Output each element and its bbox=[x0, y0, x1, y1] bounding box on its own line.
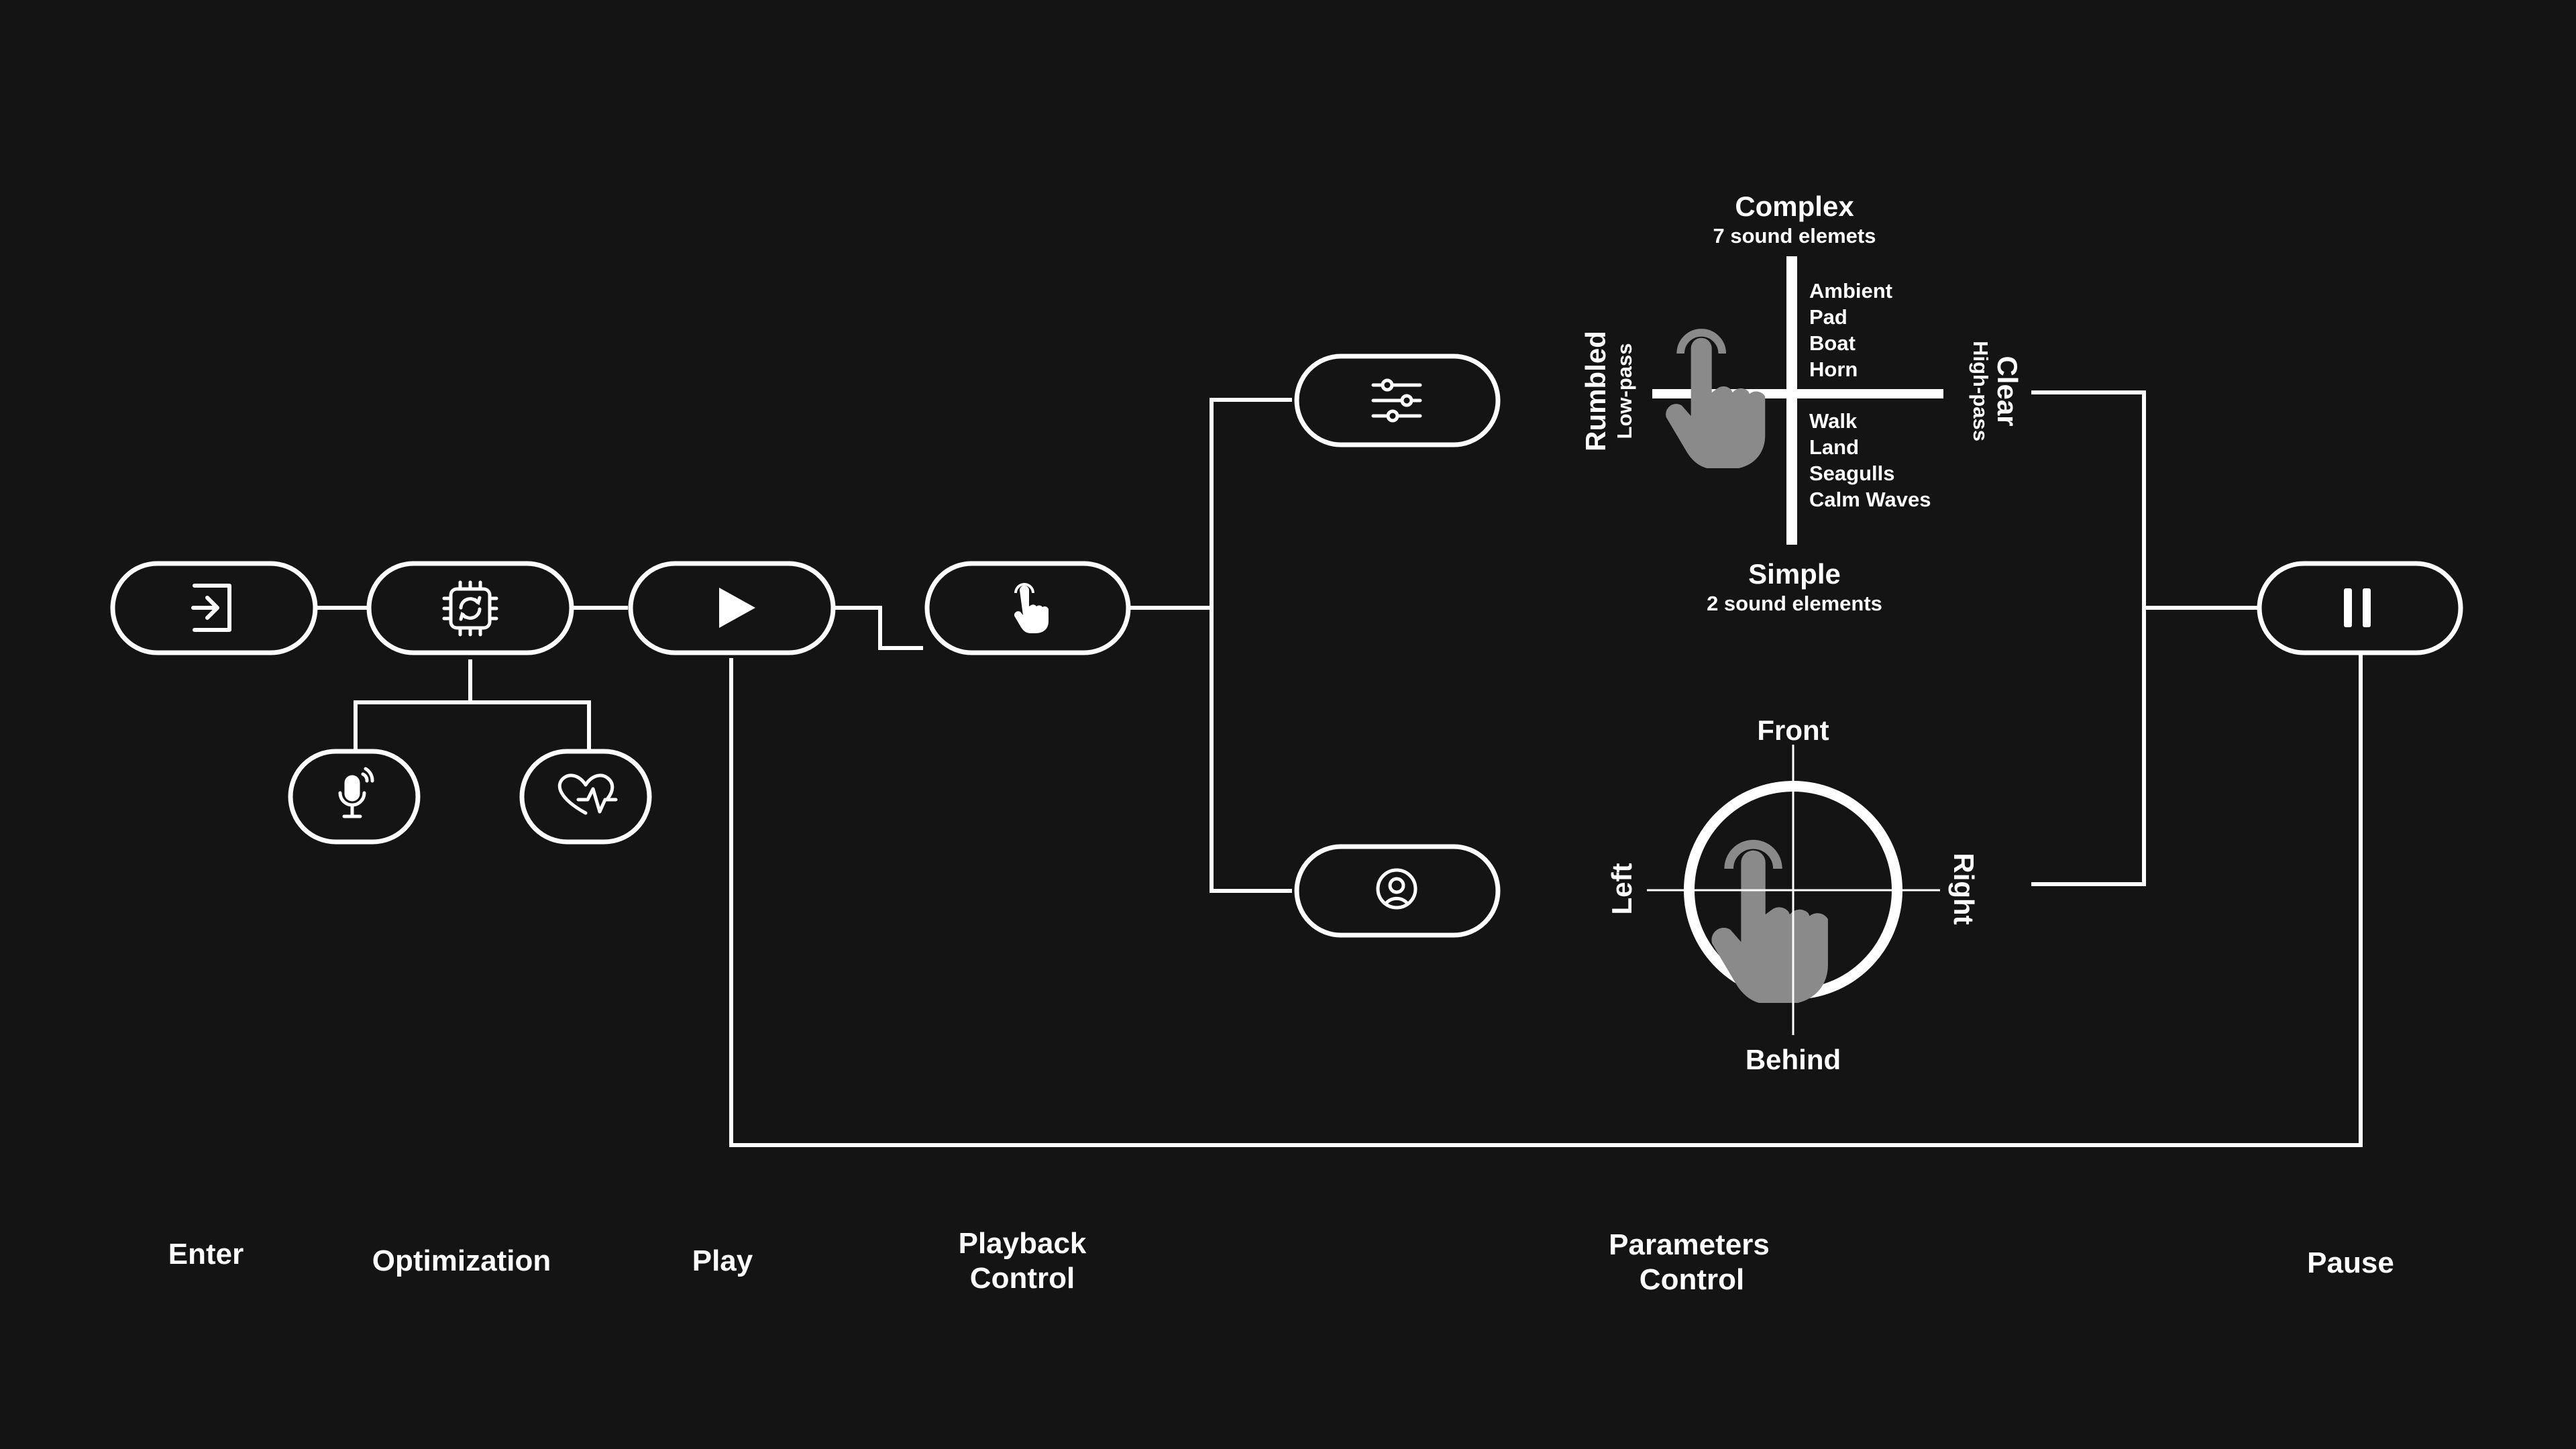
node-enter[interactable] bbox=[110, 561, 318, 655]
filter-upper-item: Pad bbox=[1809, 305, 1847, 329]
filter-right-subtitle: High-pass bbox=[1969, 341, 1992, 441]
caption-enter: Enter bbox=[168, 1238, 244, 1271]
filter-top-subtitle: 7 sound elemets bbox=[1713, 224, 1876, 248]
play-icon bbox=[719, 588, 755, 628]
tap-hand-icon bbox=[1014, 583, 1049, 633]
spatial-listener-icon bbox=[1376, 868, 1417, 910]
node-optimization[interactable] bbox=[366, 561, 574, 655]
node-pause[interactable] bbox=[2257, 561, 2463, 655]
filter-lower-item: Calm Waves bbox=[1809, 488, 1931, 511]
filter-axis-vertical bbox=[1786, 256, 1797, 545]
filter-right-title: Clear bbox=[1992, 356, 2023, 426]
spatial-right-label: Right bbox=[1948, 853, 1980, 924]
stage-captions: Enter Optimization Play Playback Control… bbox=[168, 1227, 2394, 1296]
spatial-behind-label: Behind bbox=[1746, 1044, 1841, 1075]
chip-sync-icon bbox=[442, 580, 498, 637]
arrow-branch-to-mixer bbox=[1210, 398, 1293, 608]
node-playback-control[interactable] bbox=[924, 561, 1131, 655]
spatial-chart[interactable]: Front Behind Left Right bbox=[1606, 714, 1980, 1075]
node-spatial[interactable] bbox=[1294, 844, 1501, 938]
filter-lower-item: Seagulls bbox=[1809, 462, 1895, 485]
caption-optimization: Optimization bbox=[372, 1244, 551, 1277]
caption-parameters-line1: Parameters bbox=[1609, 1228, 1770, 1261]
filter-top-title: Complex bbox=[1735, 191, 1854, 222]
filter-upper-list: Ambient Pad Boat Horn bbox=[1809, 279, 1892, 381]
heart-rate-icon bbox=[557, 773, 618, 815]
caption-playback-line2: Control bbox=[970, 1262, 1075, 1295]
filter-left-title: Rumbled bbox=[1580, 331, 1611, 451]
microphone-icon bbox=[338, 767, 374, 818]
caption-parameters-line2: Control bbox=[1640, 1263, 1744, 1296]
filter-upper-item: Boat bbox=[1809, 331, 1856, 355]
connector-inputs-to-optimization bbox=[354, 700, 591, 751]
connectors bbox=[315, 390, 2363, 1147]
arrow-branch-to-spatial bbox=[1210, 608, 1293, 893]
caption-pause: Pause bbox=[2307, 1246, 2394, 1279]
filter-lower-item: Land bbox=[1809, 435, 1859, 459]
caption-playback-line1: Playback bbox=[959, 1227, 1087, 1260]
filter-bottom-subtitle: 2 sound elements bbox=[1707, 592, 1882, 615]
enter-icon bbox=[191, 584, 231, 632]
filter-upper-item: Horn bbox=[1809, 358, 1858, 381]
pause-icon bbox=[2344, 588, 2371, 627]
node-heart-rate[interactable] bbox=[519, 749, 652, 845]
filter-left-subtitle: Low-pass bbox=[1613, 343, 1636, 439]
node-voice-input[interactable] bbox=[288, 749, 421, 845]
node-mixer[interactable] bbox=[1294, 354, 1501, 447]
spatial-touch-hand-icon bbox=[1711, 845, 1827, 1005]
arrow-play-to-playback bbox=[833, 606, 924, 650]
connector-spatial-to-merge bbox=[2031, 608, 2146, 886]
sliders-icon bbox=[1371, 378, 1422, 423]
filter-bottom-title: Simple bbox=[1748, 558, 1841, 590]
arrow-pause-loop-to-play bbox=[729, 654, 2363, 1147]
caption-play: Play bbox=[692, 1244, 753, 1277]
connector-filter-to-merge bbox=[2031, 390, 2146, 608]
filter-lower-item: Walk bbox=[1809, 409, 1858, 433]
filter-chart[interactable]: Complex 7 sound elemets Simple 2 sound e… bbox=[1580, 191, 2023, 615]
filter-lower-list: Walk Land Seagulls Calm Waves bbox=[1809, 409, 1931, 511]
spatial-front-label: Front bbox=[1757, 714, 1829, 746]
filter-upper-item: Ambient bbox=[1809, 279, 1892, 303]
node-play[interactable] bbox=[628, 561, 836, 655]
spatial-left-label: Left bbox=[1606, 863, 1638, 915]
filter-touch-hand-icon bbox=[1666, 333, 1765, 470]
